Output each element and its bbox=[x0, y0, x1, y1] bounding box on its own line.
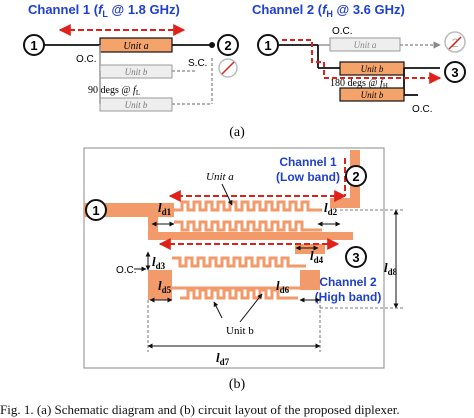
svg-text:O.C.: O.C. bbox=[332, 26, 353, 37]
circuit-layout: 1 2 3 Channel 1 (Low band) Channel 2 (Hi… bbox=[83, 147, 404, 369]
svg-text:ld8: ld8 bbox=[384, 260, 398, 277]
channel2-path-arrow bbox=[282, 39, 442, 84]
channel2-title: Channel 2 (fH @ 3.6 GHz) bbox=[252, 2, 405, 19]
channel1-band-label: Channel 1 bbox=[279, 155, 337, 169]
svg-text:ld5: ld5 bbox=[158, 278, 172, 295]
svg-text:ld1: ld1 bbox=[158, 200, 172, 217]
svg-text:ld6: ld6 bbox=[276, 278, 290, 295]
channel1-schematic: Channel 1 (fL @ 1.8 GHz) 1 Unit a 2 Unit… bbox=[23, 2, 239, 112]
svg-text:O.C.: O.C. bbox=[412, 104, 433, 115]
svg-text:Unit b: Unit b bbox=[125, 67, 148, 77]
svg-text:(Low band): (Low band) bbox=[276, 170, 340, 184]
ch2-phase-note: 180 degs @ fH bbox=[330, 78, 388, 90]
svg-text:ld2: ld2 bbox=[324, 200, 338, 217]
svg-text:Unit b: Unit b bbox=[361, 64, 384, 74]
dimension-labels: ld1 ld2 ld3 ld4 ld5 ld6 ld7 ld8 bbox=[152, 200, 398, 367]
channel2-band-label: Channel 2 bbox=[319, 275, 377, 289]
layout-unit-b-label: Unit b bbox=[226, 325, 254, 337]
channel2-schematic: Channel 2 (fH @ 3.6 GHz) 1 Unit a O.C. 2… bbox=[252, 2, 466, 115]
svg-text:ld3: ld3 bbox=[152, 254, 166, 271]
svg-text:3: 3 bbox=[352, 250, 359, 265]
layout-unit-a-label: Unit a bbox=[206, 171, 234, 183]
layout-port1 bbox=[85, 199, 107, 221]
unit-a-meander bbox=[174, 200, 322, 232]
svg-text:ld4: ld4 bbox=[310, 248, 324, 265]
port1-number: 1 bbox=[30, 38, 37, 53]
port2-number: 2 bbox=[224, 38, 231, 53]
ch2-port3-marker bbox=[444, 61, 466, 83]
svg-text:Unit b: Unit b bbox=[361, 90, 384, 100]
svg-text:(High band): (High band) bbox=[315, 290, 382, 304]
svg-text:3: 3 bbox=[451, 65, 458, 80]
port2-marker bbox=[217, 34, 239, 56]
figure-caption: Fig. 1. (a) Schematic diagram and (b) ci… bbox=[0, 402, 400, 417]
svg-text:Unit a: Unit a bbox=[354, 40, 377, 50]
open-circuit-label: O.C. bbox=[76, 54, 97, 65]
layout-oc-label: O.C. bbox=[116, 265, 137, 276]
channel1-title: Channel 1 (fL @ 1.8 GHz) bbox=[28, 2, 180, 19]
svg-text:1: 1 bbox=[264, 38, 271, 53]
short-circuit-label: S.C. bbox=[188, 58, 207, 69]
panel-a-label: (a) bbox=[229, 125, 245, 140]
layout-port2 bbox=[345, 165, 367, 187]
unit-b-meander bbox=[172, 256, 306, 300]
svg-text:2: 2 bbox=[352, 169, 359, 184]
substrate-frame bbox=[83, 147, 385, 369]
panel-b-label: (b) bbox=[229, 377, 246, 392]
phase-note: 90 degs @ fL bbox=[88, 85, 140, 97]
svg-text:1: 1 bbox=[92, 203, 99, 218]
layout-port3 bbox=[345, 246, 367, 268]
svg-text:Unit b: Unit b bbox=[125, 100, 148, 110]
unit-a-label: Unit a bbox=[123, 41, 148, 52]
svg-text:ld7: ld7 bbox=[216, 350, 230, 367]
